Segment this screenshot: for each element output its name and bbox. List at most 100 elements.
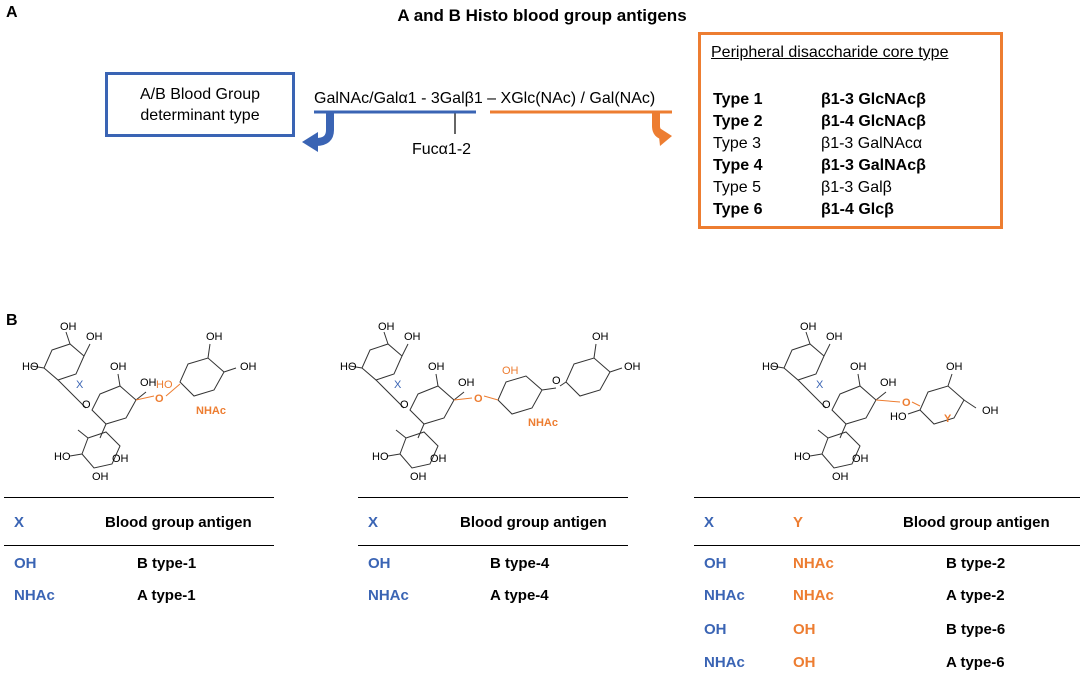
svg-text:OH: OH <box>206 331 223 343</box>
substituent-label: NHAc <box>528 417 558 429</box>
table-cell-antigen: B type-6 <box>946 621 1006 638</box>
table-1-header-antigen: Blood group antigen <box>105 514 252 531</box>
svg-text:OH: OH <box>410 471 427 482</box>
blue-arrow-shaft <box>315 112 334 146</box>
blue-arrowhead <box>302 132 318 152</box>
svg-text:HO: HO <box>340 361 357 373</box>
core-type-name: Type 3 <box>713 135 762 152</box>
table-cell-y: OH <box>793 621 816 638</box>
table-cell-x: NHAc <box>704 654 745 671</box>
table-1-top-rule <box>4 497 274 498</box>
core-linkage: β1-3 GlcNAcβ <box>821 91 926 108</box>
determinant-box: A/B Blood Group determinant type <box>105 72 295 137</box>
table-cell-antigen: A type-6 <box>946 654 1005 671</box>
svg-text:HO: HO <box>54 451 71 463</box>
core-linkage: β1-3 GalNAcα <box>821 135 923 152</box>
table-1-header-x: X <box>14 514 25 531</box>
table-3-header-y: Y <box>793 514 804 531</box>
glycan-formula: GalNAc/Galα1 - 3Galβ1 – XGlc(NAc) / Gal(… <box>314 90 655 108</box>
table-cell-antigen: B type-1 <box>137 555 197 572</box>
table-2-mid-rule <box>358 545 628 546</box>
svg-text:HO: HO <box>372 451 389 463</box>
figure-title: A and B Histo blood group antigens <box>397 6 687 25</box>
core-type-name: Type 4 <box>713 157 763 174</box>
table-2-header-x: X <box>368 514 379 531</box>
svg-text:OH: OH <box>112 453 129 465</box>
highlight-oh: HO <box>156 379 173 391</box>
table-1-mid-rule <box>4 545 274 546</box>
table-cell-x: NHAc <box>704 587 745 604</box>
panel-a-connectors <box>302 110 672 152</box>
svg-text:O: O <box>400 399 409 411</box>
table-cell-antigen: B type-2 <box>946 555 1006 572</box>
svg-text:O: O <box>552 375 561 387</box>
svg-text:OH: OH <box>946 361 963 373</box>
panel-b-label: B <box>6 312 18 329</box>
svg-text:OH: OH <box>880 377 897 389</box>
table-3-mid-rule <box>694 545 1080 546</box>
svg-text:OH: OH <box>430 453 447 465</box>
core-linkage: β1-3 GalNAcβ <box>821 157 926 174</box>
formula-core: XGlc(NAc) / Gal(NAc) <box>500 90 656 107</box>
formula-determinant: GalNAc/Galα1 - 3Galβ1 – <box>314 90 501 107</box>
core-type-name: Type 5 <box>713 179 762 196</box>
table-3-header-antigen: Blood group antigen <box>903 514 1050 531</box>
linker-o: O <box>902 397 911 409</box>
core-linkage: β1-3 Galβ <box>821 179 892 196</box>
svg-text:OH: OH <box>850 361 867 373</box>
core-row: Type 3 β1-3 GalNAcα <box>713 133 926 155</box>
svg-text:OH: OH <box>852 453 869 465</box>
svg-text:OH: OH <box>428 361 445 373</box>
svg-text:OH: OH <box>592 331 609 343</box>
x-label: X <box>394 379 402 391</box>
core-row: Type 6 β1-4 Glcβ <box>713 199 926 221</box>
determinant-text: A/B Blood Group determinant type <box>139 85 261 124</box>
table-cell-antigen: B type-4 <box>490 555 550 572</box>
table-cell-y: NHAc <box>793 555 834 572</box>
svg-text:OH: OH <box>110 361 127 373</box>
y-label: Y <box>944 413 952 425</box>
svg-text:OH: OH <box>92 471 109 482</box>
svg-text:OH: OH <box>60 322 77 333</box>
table-cell-x: OH <box>368 555 391 572</box>
core-type-name: Type 6 <box>713 201 763 218</box>
svg-text:OH: OH <box>458 377 475 389</box>
svg-text:O: O <box>82 399 91 411</box>
svg-text:OH: OH <box>624 361 641 373</box>
svg-text:OH: OH <box>240 361 257 373</box>
svg-text:OH: OH <box>832 471 849 482</box>
table-cell-antigen: A type-4 <box>490 587 549 604</box>
svg-text:OH: OH <box>378 322 395 333</box>
fucose-branch: Fucα1-2 <box>412 141 472 158</box>
table-cell-x: NHAc <box>368 587 409 604</box>
core-linkage: β1-4 GlcNAcβ <box>821 113 926 130</box>
table-2-top-rule <box>358 497 628 498</box>
svg-text:HO: HO <box>762 361 779 373</box>
highlight-oh: OH <box>502 365 519 377</box>
core-row: Type 5 β1-3 Galβ <box>713 177 926 199</box>
table-cell-antigen: A type-2 <box>946 587 1005 604</box>
svg-text:OH: OH <box>140 377 157 389</box>
core-type-list: Type 1 β1-3 GlcNAcβ Type 2 β1-4 GlcNAcβ Ty… <box>713 89 926 221</box>
linker-o: O <box>155 393 164 405</box>
table-2-header-antigen: Blood group antigen <box>460 514 607 531</box>
table-cell-x: OH <box>14 555 37 572</box>
core-linkage: β1-4 Glcβ <box>821 201 894 218</box>
panel-a-label: A <box>6 4 18 21</box>
svg-text:O: O <box>822 399 831 411</box>
svg-text:OH: OH <box>800 322 817 333</box>
svg-text:HO: HO <box>794 451 811 463</box>
core-type-heading: Peripheral disaccharide core type <box>711 44 949 61</box>
svg-text:OH: OH <box>982 405 999 417</box>
svg-text:OH: OH <box>86 331 103 343</box>
core-type-name: Type 2 <box>713 113 763 130</box>
table-3-header-x: X <box>704 514 715 531</box>
table-cell-y: OH <box>793 654 816 671</box>
core-type-name: Type 1 <box>713 91 763 108</box>
svg-text:HO: HO <box>22 361 39 373</box>
table-3-top-rule <box>694 497 1080 498</box>
svg-text:OH: OH <box>826 331 843 343</box>
